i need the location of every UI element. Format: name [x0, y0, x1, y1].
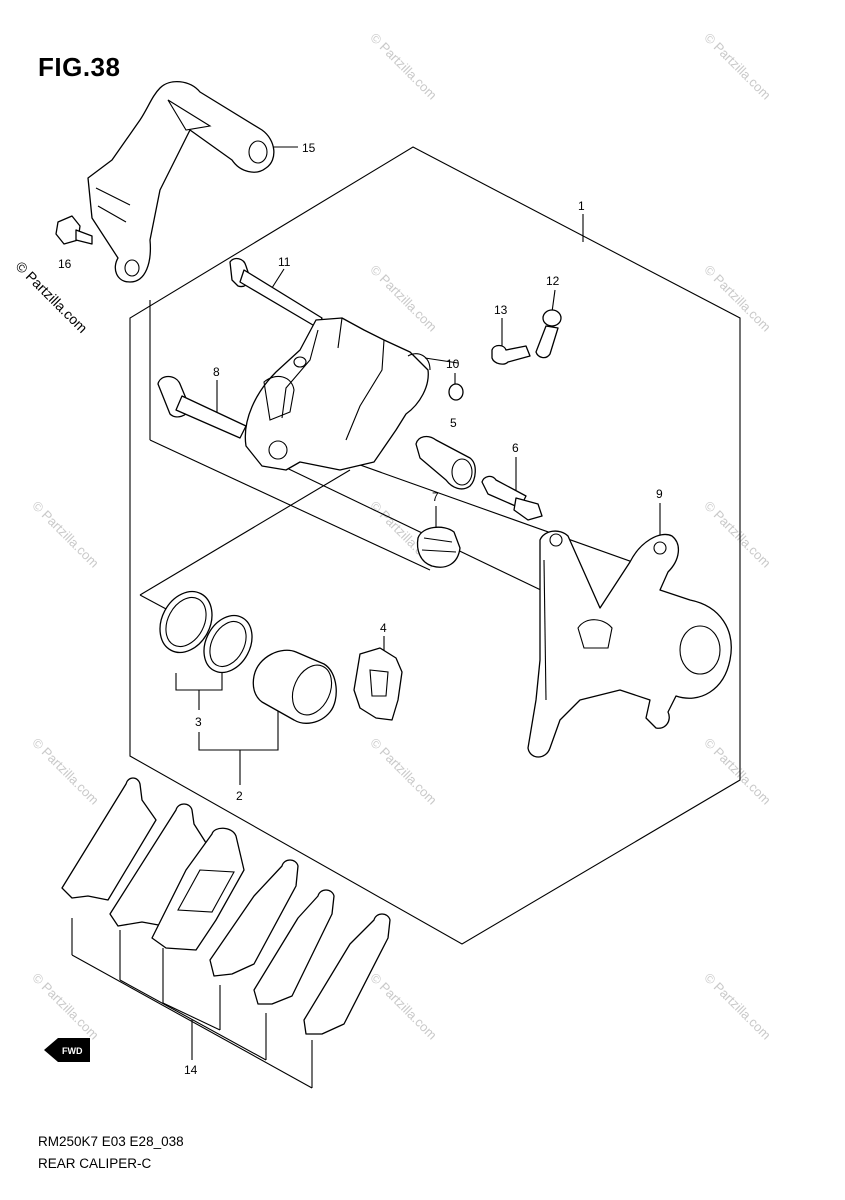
- figure-title: FIG.38: [38, 52, 121, 82]
- callout-11: 11: [278, 255, 291, 269]
- callout-labels: 1 2 3 4 5 6 7 8 9 10 11 12 13 14 15 16: [58, 141, 663, 1077]
- diagram-caption: REAR CALIPER-C: [38, 1156, 152, 1171]
- caliper-body: [244, 317, 431, 471]
- fwd-badge-label: FWD: [62, 1046, 83, 1056]
- part-10-washer: [448, 383, 464, 401]
- model-code: RM250K7 E03 E28_038: [38, 1134, 184, 1149]
- part-6-bolt: [481, 475, 543, 521]
- assembly-outline: [129, 146, 741, 945]
- callout-13: 13: [494, 303, 508, 317]
- forward-arrow-icon: FWD: [44, 1038, 90, 1062]
- part-3-seals: [159, 590, 253, 674]
- callout-8: 8: [213, 365, 220, 379]
- part-14-pads: [61, 777, 391, 1035]
- part-9-bracket: [527, 530, 732, 758]
- part-8-pin: [157, 375, 247, 439]
- callout-2: 2: [236, 789, 243, 803]
- part-5-sleeve: [415, 435, 476, 490]
- callout-3: 3: [195, 715, 202, 729]
- callout-9: 9: [656, 487, 663, 501]
- callout-1: 1: [578, 199, 585, 213]
- callout-7: 7: [432, 490, 439, 504]
- callout-5: 5: [450, 416, 457, 430]
- part-11-pin: [229, 257, 323, 329]
- part-13-bleed-screw: [491, 344, 531, 365]
- callout-15: 15: [302, 141, 316, 155]
- part-12-cap: [535, 309, 562, 359]
- part-15-bracket: [87, 81, 275, 283]
- callout-16: 16: [58, 257, 72, 271]
- callout-10: 10: [446, 357, 460, 371]
- part-7-boot: [416, 526, 461, 568]
- part-4-spring: [353, 647, 403, 721]
- callout-4: 4: [380, 621, 387, 635]
- callout-14: 14: [184, 1063, 198, 1077]
- callout-6: 6: [512, 441, 519, 455]
- part-16-bolt: [55, 215, 93, 245]
- callout-12: 12: [546, 274, 560, 288]
- part-2-piston: [252, 649, 337, 724]
